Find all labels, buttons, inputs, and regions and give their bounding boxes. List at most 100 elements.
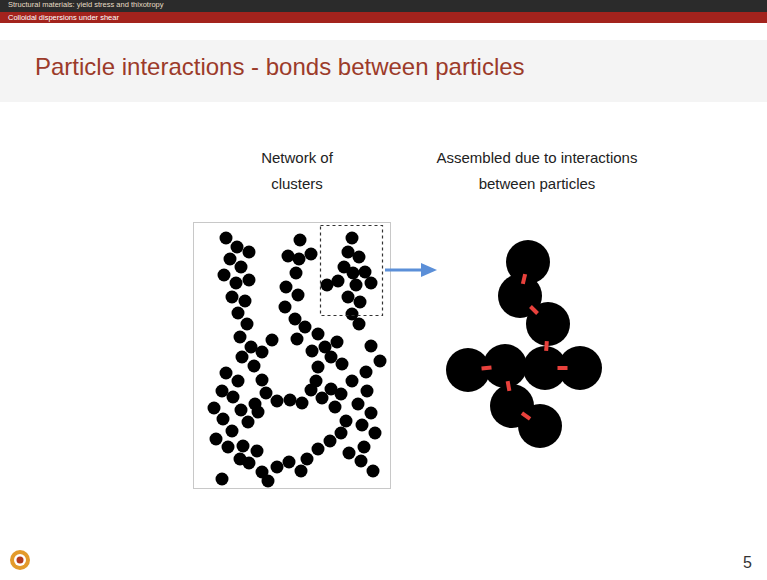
- particle: [235, 261, 248, 274]
- particle: [365, 277, 378, 290]
- particle: [234, 331, 247, 344]
- particle: [354, 296, 367, 309]
- particle: [329, 401, 342, 414]
- particle: [346, 375, 359, 388]
- particle: [218, 269, 231, 282]
- particle: [294, 234, 307, 247]
- particle: [242, 416, 255, 429]
- particle: [321, 279, 334, 292]
- particle: [356, 419, 369, 432]
- institute-logo: [10, 550, 30, 570]
- zoom-box: [321, 226, 383, 316]
- bond-mark: [521, 274, 527, 285]
- particle: [306, 345, 319, 358]
- particle: [421, 263, 437, 277]
- particle: [252, 406, 265, 419]
- panel-caption: Network of clusters: [242, 145, 352, 198]
- particle: [343, 447, 356, 460]
- course-header: Structural materials: yield stress and t…: [8, 0, 163, 10]
- particle: [262, 475, 275, 488]
- section-header: Colloidal dispersions under shear: [8, 13, 119, 23]
- particle: [280, 281, 293, 294]
- particle: [342, 291, 355, 304]
- particle: [282, 250, 295, 263]
- particle: [284, 394, 297, 407]
- particle: [271, 461, 284, 474]
- bond-mark: [506, 381, 512, 392]
- particle: [359, 266, 372, 279]
- particle: [226, 425, 239, 438]
- particle: [227, 391, 240, 404]
- particle: [236, 351, 249, 364]
- particle: [243, 246, 256, 259]
- particle: [10, 550, 30, 570]
- particle: [237, 440, 250, 453]
- particle: [355, 455, 368, 468]
- bond-mark: [544, 341, 549, 351]
- cluster-zoom: [446, 240, 602, 448]
- particle: [340, 415, 353, 428]
- particle: [526, 302, 570, 346]
- particle: [208, 402, 221, 415]
- particle: [374, 355, 387, 368]
- particle: [353, 318, 366, 331]
- bond-mark: [521, 411, 531, 420]
- bond-mark: [529, 305, 539, 315]
- particle: [352, 398, 365, 411]
- particle: [301, 453, 314, 466]
- particle: [518, 404, 562, 448]
- particle: [324, 435, 337, 448]
- particle: [295, 465, 308, 478]
- bond-mark: [558, 366, 568, 370]
- particle: [239, 295, 252, 308]
- particle: [299, 321, 312, 334]
- particle: [17, 557, 24, 564]
- particle: [296, 397, 309, 410]
- particle: [358, 441, 371, 454]
- particle: [305, 248, 318, 261]
- particle: [216, 385, 229, 398]
- particle: [350, 279, 363, 292]
- particle: [256, 374, 269, 387]
- particle: [360, 366, 373, 379]
- particle: [331, 336, 344, 349]
- particle: [523, 346, 567, 390]
- particle: [222, 441, 235, 454]
- particle: [220, 232, 233, 245]
- page-number: 5: [743, 553, 752, 574]
- header-band: [0, 0, 767, 12]
- particle: [291, 333, 304, 346]
- particle: [293, 253, 306, 266]
- particle: [365, 407, 378, 420]
- zoom-arrow: [385, 263, 437, 277]
- particle: [210, 433, 223, 446]
- particle: [353, 251, 366, 264]
- particle: [335, 427, 348, 440]
- particle: [260, 387, 273, 400]
- particle: [498, 274, 542, 318]
- panel-caption: Assembled due to interactions between pa…: [430, 145, 645, 198]
- particle: [385, 269, 423, 272]
- particle: [243, 274, 256, 287]
- particle: [347, 267, 360, 280]
- particle: [325, 351, 338, 364]
- particle: [234, 453, 247, 466]
- slide-title: Particle interactions - bonds between pa…: [35, 52, 525, 82]
- particle: [335, 388, 348, 401]
- bond-mark: [481, 365, 491, 370]
- network-frame: [194, 223, 391, 489]
- particle: [292, 289, 305, 302]
- particle: [230, 277, 243, 290]
- particle: [271, 395, 284, 408]
- particle: [279, 301, 292, 314]
- particle: [283, 456, 296, 469]
- particle-network: [208, 232, 387, 488]
- particle: [365, 340, 378, 353]
- particle: [217, 413, 230, 426]
- particle: [256, 346, 269, 359]
- particle: [232, 375, 245, 388]
- title-shade: [0, 40, 767, 102]
- particle: [369, 427, 382, 440]
